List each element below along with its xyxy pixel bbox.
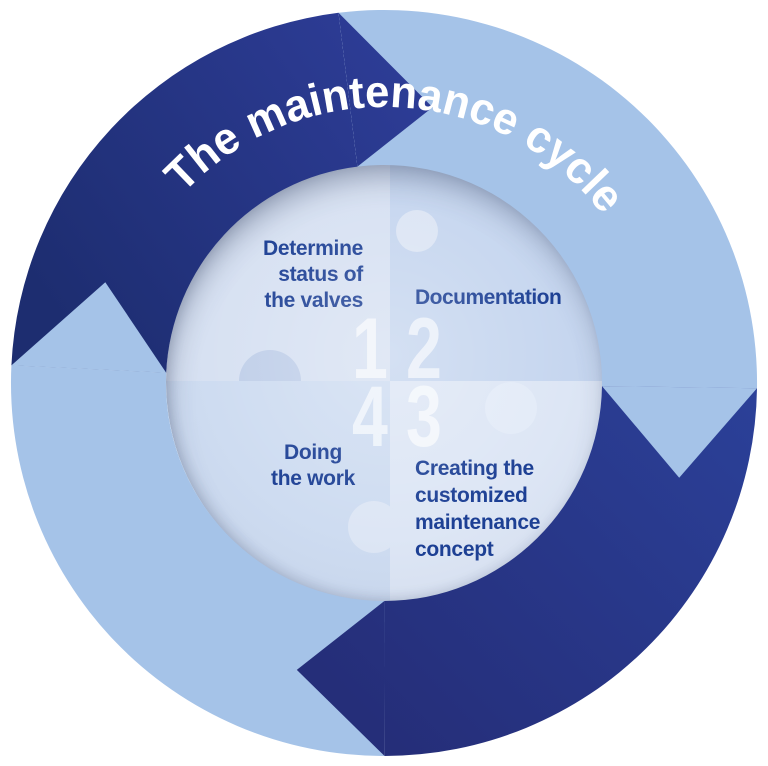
inner-circle: 1 2 3 4 Determine status of the valves D… [166,160,610,604]
arc-light-bottom-left [10,365,385,757]
puzzle-knob-right [485,382,537,434]
inner-circle-shadow [166,160,610,604]
step-label-creating-concept: Creating the customized maintenance conc… [415,455,540,563]
step-number-2: 2 [406,306,442,392]
arc-dark-top-left [11,12,358,373]
arrowhead-left-icon [11,282,167,373]
arc-light-top-right [338,10,758,389]
step-number-4: 4 [352,374,388,460]
arrowhead-right-icon [602,386,757,478]
step-label-determine-status: Determine status of the valves [263,236,363,314]
arrowhead-bottom-icon [296,601,385,756]
step-number-1: 1 [352,306,388,392]
step-number-3: 3 [406,374,442,460]
puzzle-knob-bottom [348,501,400,553]
arrowhead-top-icon [338,12,433,167]
arc-dark-bottom-right [384,386,757,756]
puzzle-knob-top [396,210,438,252]
step-label-documentation: Documentation [415,285,562,311]
step-label-doing-work: Doing the work [233,440,393,492]
